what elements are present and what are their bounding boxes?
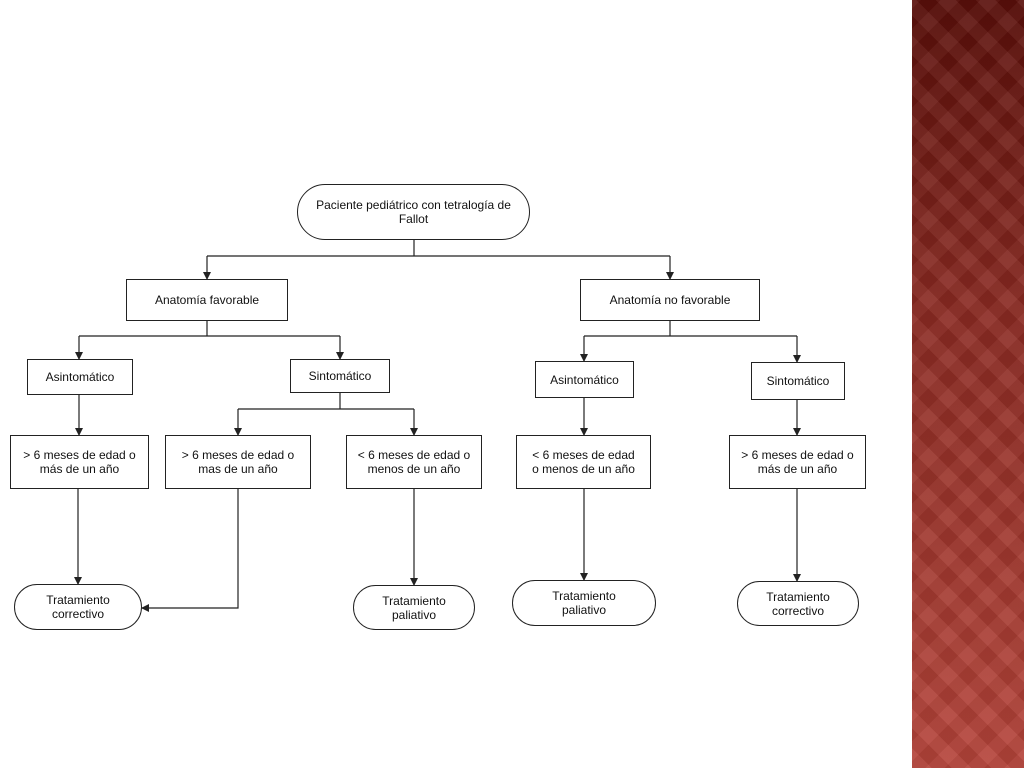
anatomia-no-favorable-box: Anatomía no favorable [580, 279, 760, 321]
left-asintomatico-box: Asintomático [27, 359, 133, 395]
decorative-side-band [912, 0, 1024, 768]
left-sint-condition-a-box: > 6 meses de edad o mas de un año [165, 435, 311, 489]
right-tratamiento-paliativo: Tratamiento paliativo [512, 580, 656, 626]
right-asintomatico-box: Asintomático [535, 361, 634, 398]
left-tratamiento-correctivo: Tratamiento correctivo [14, 584, 142, 630]
right-sint-condition-box: > 6 meses de edad o más de un año [729, 435, 866, 489]
left-tratamiento-paliativo: Tratamiento paliativo [353, 585, 475, 630]
right-tratamiento-correctivo: Tratamiento correctivo [737, 581, 859, 626]
arrow-left-sint-cond-a-to-correctivo [141, 489, 239, 612]
left-asint-condition-box: > 6 meses de edad o más de un año [10, 435, 149, 489]
left-sintomatico-box: Sintomático [290, 359, 390, 393]
right-sintomatico-box: Sintomático [751, 362, 845, 400]
left-sint-condition-b-box: < 6 meses de edad o menos de un año [346, 435, 482, 489]
root-node: Paciente pediátrico con tetralogía de Fa… [297, 184, 530, 240]
right-asint-condition-box: < 6 meses de edad o menos de un año [516, 435, 651, 489]
anatomia-favorable-box: Anatomía favorable [126, 279, 288, 321]
